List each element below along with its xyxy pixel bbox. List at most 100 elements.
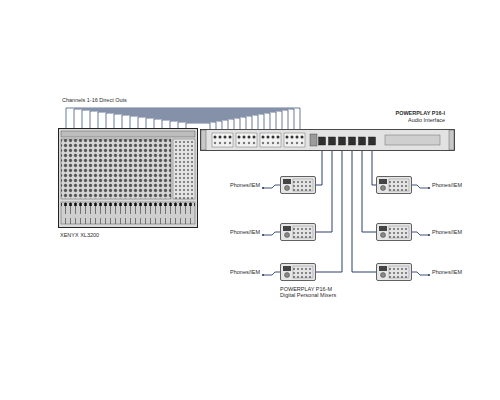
- output-label: Phones/IEM: [432, 229, 462, 235]
- product-caption: XENYX XL3200: [60, 232, 99, 238]
- input-group: [236, 133, 257, 147]
- input-jack: [219, 136, 222, 139]
- input-jack: [229, 136, 232, 139]
- channel-wire: [178, 122, 216, 129]
- input-jack: [277, 136, 280, 139]
- volume-knob: [285, 233, 290, 238]
- mixer-knobs: [293, 179, 313, 191]
- input-group: [212, 133, 233, 147]
- input-knob: [253, 142, 255, 144]
- signal-cable: [66, 108, 300, 129]
- personal-mixer: Phones/IEM: [280, 176, 316, 194]
- phones-plug: [428, 274, 430, 276]
- input-jack: [214, 136, 217, 139]
- signal-cable: [362, 151, 376, 232]
- output-label: Phones/IEM: [432, 182, 462, 188]
- network-port: [369, 137, 376, 145]
- rack-ear: [201, 130, 206, 150]
- channel-wire: [138, 117, 246, 129]
- input-knob: [229, 142, 231, 144]
- input-group: [284, 133, 305, 147]
- mixer-body: [281, 224, 316, 241]
- phones-cable: [263, 232, 280, 235]
- decorative-wires: [74, 109, 294, 129]
- input-jack: [286, 136, 289, 139]
- output-label: Phones/IEM: [230, 229, 260, 235]
- phones-plug: [428, 234, 430, 236]
- input-knob: [267, 142, 269, 144]
- input-knob: [219, 142, 221, 144]
- input-knob: [286, 142, 288, 144]
- phones-cable: [263, 272, 280, 275]
- volume-knob: [381, 233, 386, 238]
- mixer-illustration: [58, 128, 198, 228]
- input-knob: [301, 142, 303, 144]
- personal-mixer: Phones/IEM: [376, 176, 412, 194]
- channel-wire: [154, 119, 234, 129]
- rack-illustration: [200, 129, 455, 151]
- input-group: [260, 133, 281, 147]
- phones-cable: [412, 185, 429, 188]
- pm-illustration: [376, 176, 412, 194]
- master-section: [173, 139, 195, 199]
- input-knob: [291, 142, 293, 144]
- phones-cable: [412, 232, 429, 235]
- channel-wire: [98, 112, 276, 129]
- mixing-console: XENYX XL3200: [58, 128, 198, 228]
- input-jack: [272, 136, 275, 139]
- input-jack: [248, 136, 251, 139]
- jack-strip: [61, 131, 195, 137]
- input-knob: [296, 142, 298, 144]
- input-jack: [238, 136, 241, 139]
- volume-knob: [381, 186, 386, 191]
- channel-wire: [162, 120, 228, 129]
- mixer-knobs: [389, 266, 409, 278]
- phones-plug: [262, 187, 264, 189]
- product-caption: Audio Interface: [408, 117, 445, 123]
- mixer-knobs: [293, 266, 313, 278]
- mixer-display: [379, 226, 387, 231]
- input-jack: [267, 136, 270, 139]
- mixer-body: [281, 264, 316, 281]
- signal-cable: [316, 151, 342, 272]
- input-jack: [253, 136, 256, 139]
- network-port: [339, 137, 346, 145]
- pm-illustration: [376, 263, 412, 281]
- personal-mixer: Phones/IEM: [280, 223, 316, 241]
- personal-mixer: Phones/IEM: [376, 223, 412, 241]
- brand-panel: [385, 135, 440, 145]
- input-jack: [291, 136, 294, 139]
- volume-knob: [381, 273, 386, 278]
- mixer-display: [379, 266, 387, 271]
- mixer-body: [281, 177, 316, 194]
- input-jack: [262, 136, 265, 139]
- output-label: Phones/IEM: [230, 269, 260, 275]
- signal-label: Channels 1-16 Direct Outs: [62, 97, 127, 103]
- pm-illustration: [376, 223, 412, 241]
- audio-interface: POWERPLAY P16-IAudio Interface: [200, 129, 455, 151]
- input-knob: [214, 142, 216, 144]
- mixer-body: [377, 264, 412, 281]
- channel-wire: [82, 110, 288, 129]
- channel-wire: [114, 114, 264, 129]
- network-port: [329, 137, 336, 145]
- mixer-display: [283, 179, 291, 184]
- pm-illustration: [280, 263, 316, 281]
- channel-wire: [106, 113, 270, 129]
- rack-panel: [201, 130, 455, 151]
- phones-cable: [263, 185, 280, 188]
- power-switch: [310, 134, 317, 146]
- mixer-body: [377, 177, 412, 194]
- network-port: [359, 137, 366, 145]
- channel-wire: [146, 118, 240, 129]
- pm-illustration: [280, 176, 316, 194]
- input-knob: [262, 142, 264, 144]
- input-knob: [224, 142, 226, 144]
- mixer-knobs: [293, 226, 313, 238]
- input-knob: [248, 142, 250, 144]
- output-label: Phones/IEM: [230, 182, 260, 188]
- channel-wire: [90, 111, 282, 129]
- input-knob: [272, 142, 274, 144]
- volume-knob: [285, 186, 290, 191]
- phones-plug: [428, 187, 430, 189]
